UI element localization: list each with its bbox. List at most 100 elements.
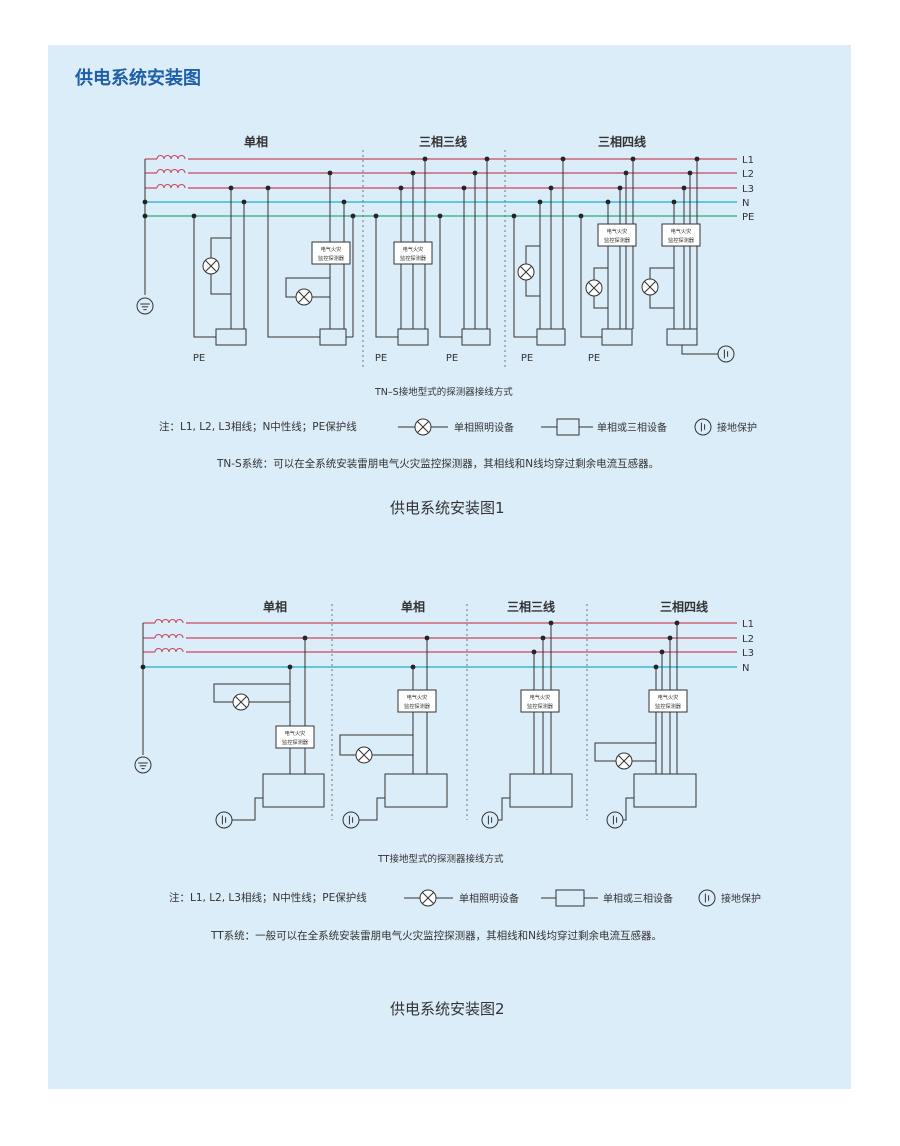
detector-label: 电气火灾 [403,245,424,253]
detector-label: 电气火灾 [530,693,551,701]
group-title: 单相 [263,599,287,614]
earth-protection-icon [694,418,712,436]
lamp-cross [205,260,217,272]
bus-label: L3 [742,184,754,195]
bus-label: L2 [742,634,754,645]
detector-label: 电气火灾 [607,227,628,235]
ground-circle [134,756,152,774]
equipment-box [633,773,697,808]
detector-box: 电气火灾监控探测器 [397,689,437,713]
group-title: 三相四线 [660,599,708,614]
legend-box-label: 单相或三相设备 [597,421,667,434]
earth-protection-icon [215,811,233,829]
panel-background [48,45,851,1089]
diagram2-caption: 供电系统安装图2 [390,1000,505,1018]
detector-frame [648,689,688,713]
wire [681,345,718,355]
lamp-cross [298,291,310,303]
earth-circle [717,345,735,363]
bus-label: N [742,663,749,674]
junction-dot [142,213,148,219]
equipment-box [536,328,566,346]
wire [439,216,462,338]
equipment-box [601,328,633,346]
ground-icon [136,297,154,315]
legend-lamp-label: 单相照明设备 [454,421,514,434]
group-title: 三相三线 [419,134,467,149]
equipment-box [509,773,573,808]
wire [359,797,385,821]
detector-label: 监控探测器 [282,738,309,746]
lamp-cross [422,892,434,904]
group-title: 三相三线 [507,599,555,614]
lamp-icon [641,278,659,296]
detector-label: 监控探测器 [318,254,345,262]
junction-dot [142,199,148,205]
detector-box: 电气火灾监控探测器 [520,689,560,713]
detector-label: 监控探测器 [668,236,695,244]
diagram1-subtitle: TN–S接地型式的探测器接线方式 [375,387,513,398]
pe-label: PE [375,353,387,364]
detector-frame [520,689,560,713]
earth-protection-icon [717,345,735,363]
wire [213,683,290,703]
wire [232,797,263,821]
page-title: 供电系统安装图 [75,68,201,89]
diagram1-note: TN-S系统：可以在全系统安装雷朋电气火灾监控探测器，其相线和N线均穿过剩余电流… [217,458,660,470]
ground-circle [136,297,154,315]
wire [267,188,320,338]
wire [623,797,634,821]
diagram2-note: TT系统：一般可以在全系统安装雷朋电气火灾监控探测器，其相线和N线均穿过剩余电流… [211,930,662,942]
lamp-icon [517,263,535,281]
detector-label: 电气火灾 [671,227,692,235]
junction-dot [140,664,146,670]
earth-circle [481,811,499,829]
legend1-note: 注：L1, L2, L3相线；N中性线；PE保护线 [159,421,357,433]
equipment-box [215,328,247,346]
legend-earth-label: 接地保护 [717,421,757,434]
bus-label: N [742,198,749,209]
legend-earth-label: 接地保护 [721,892,761,905]
wire [513,216,537,338]
lamp-icon [202,257,220,275]
equipment-box [319,328,347,346]
detector-box: 电气火灾监控探测器 [393,241,433,265]
pe-label: PE [446,353,458,364]
legend-lamp-label: 单相照明设备 [459,892,519,905]
detector-label: 电气火灾 [407,693,428,701]
detector-label: 监控探测器 [655,702,682,710]
wire [580,216,602,338]
lamp-icon [419,889,437,907]
lamp-cross [235,696,247,708]
detector-label: 监控探测器 [604,236,631,244]
detector-label: 监控探测器 [404,702,431,710]
wire [339,734,413,756]
bus-label: PE [742,212,754,223]
detector-label: 监控探测器 [527,702,554,710]
detector-label: 电气火灾 [285,729,306,737]
detector-label: 电气火灾 [321,245,342,253]
inductor-icon [154,647,184,653]
bus-label: L1 [742,155,754,166]
earth-circle [698,889,716,907]
inductor-icon [156,168,186,174]
lamp-cross [588,282,600,294]
lamp-icon [414,418,432,436]
equipment-box [397,328,429,346]
bus-label: L2 [742,169,754,180]
diagram2-subtitle: TT接地型式的探测器接线方式 [378,854,504,865]
detector-box: 电气火灾监控探测器 [597,223,637,247]
equipment-box [461,328,491,346]
detector-frame [661,223,701,247]
group-title: 单相 [244,134,268,149]
equipment-box [262,773,325,808]
lamp-icon [585,279,603,297]
earth-circle [694,418,712,436]
lamp-cross [358,749,370,761]
lamp-icon [615,752,633,770]
detector-box: 电气火灾监控探测器 [275,725,315,749]
earth-circle [342,811,360,829]
earth-protection-icon [342,811,360,829]
pe-label: PE [521,353,533,364]
